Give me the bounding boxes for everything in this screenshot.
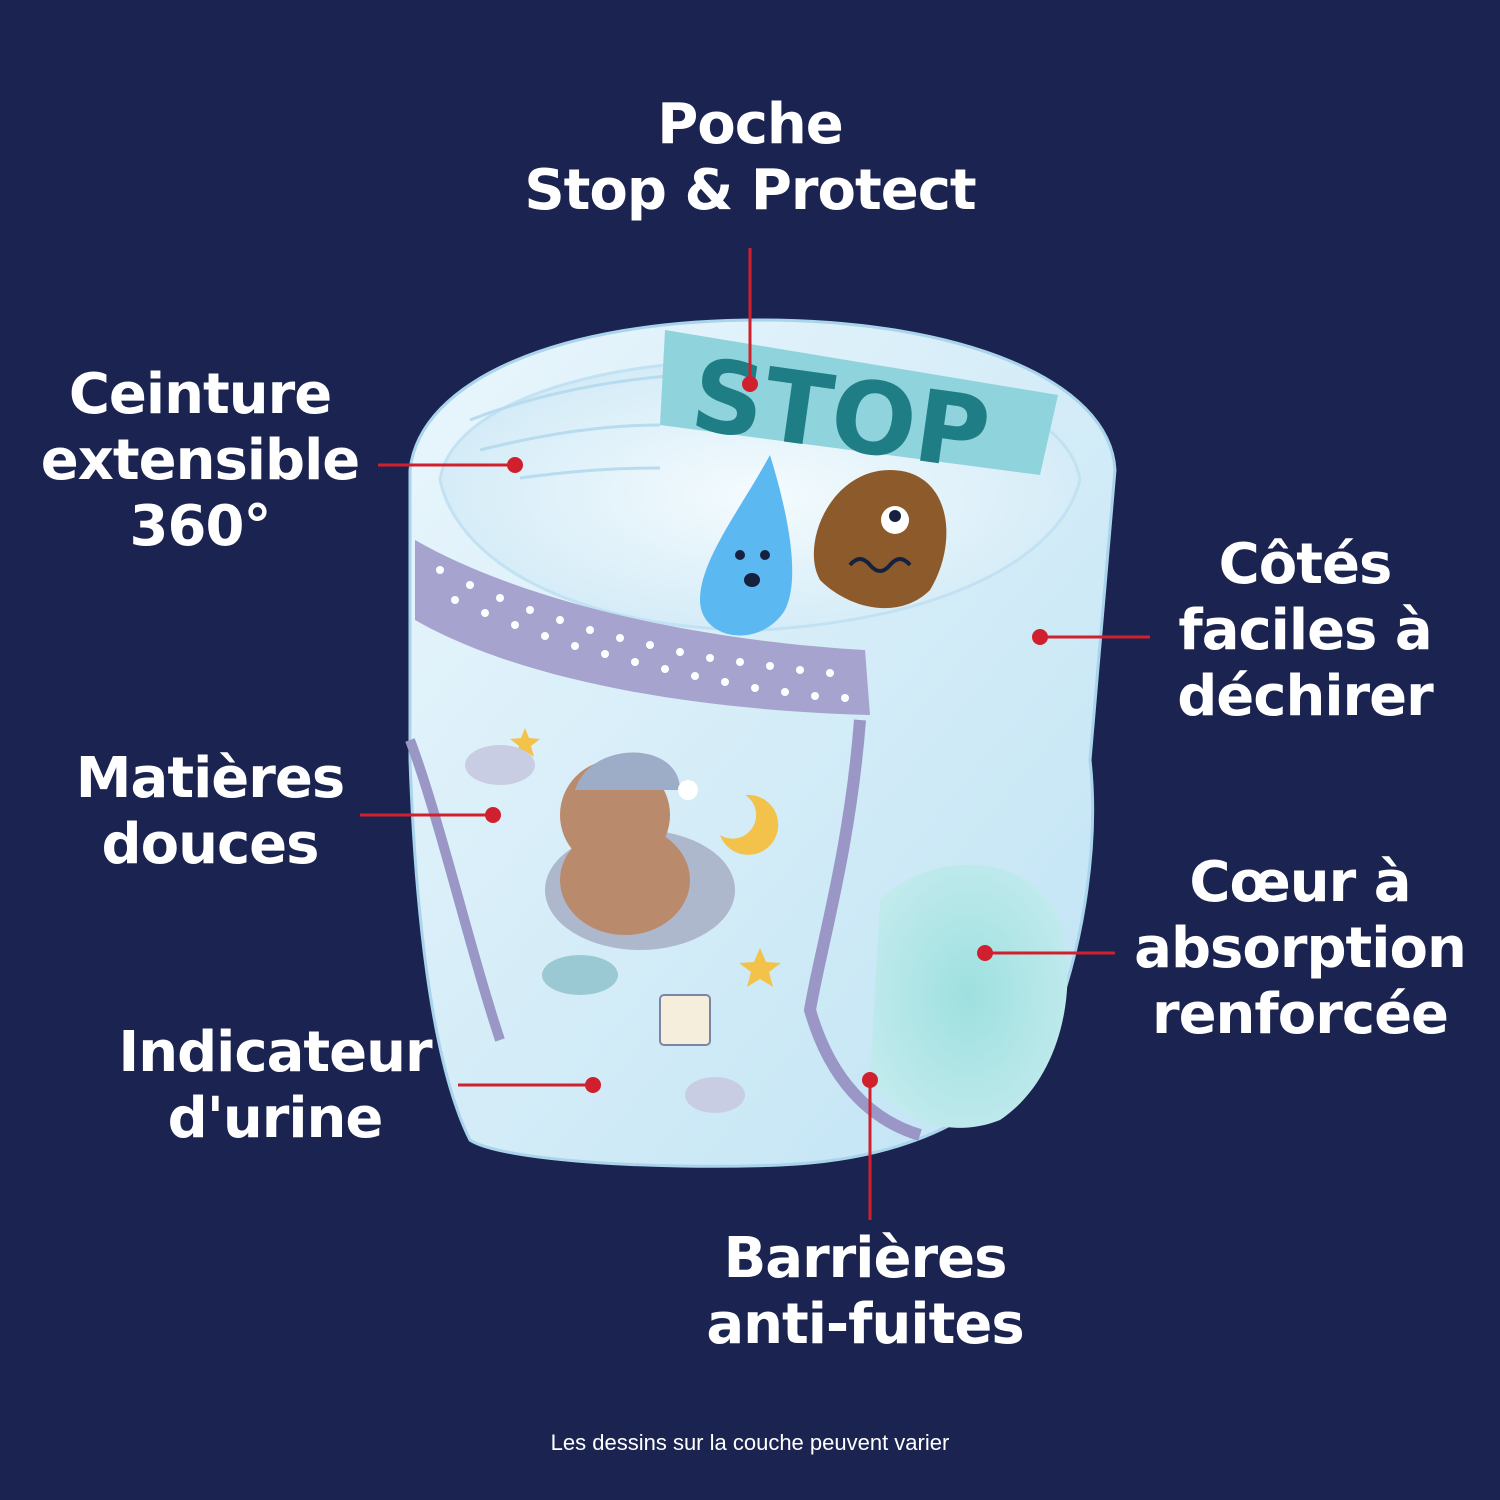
label-coeur-line2: absorption xyxy=(1134,916,1467,981)
label-indicateur-line1: Indicateur xyxy=(118,1020,432,1085)
leader-ceinture xyxy=(378,457,523,473)
leader-coeur xyxy=(977,945,1115,961)
label-matieres: Matières douces xyxy=(50,746,370,878)
label-indicateur-line2: d'urine xyxy=(167,1086,384,1151)
label-cotes-line3: déchirer xyxy=(1177,664,1434,729)
diaper-illustration: STOP xyxy=(405,318,1117,1168)
label-ceinture: Ceinture extensible 360° xyxy=(30,362,370,560)
leader-barrieres xyxy=(862,1072,878,1220)
label-matieres-line1: Matières xyxy=(75,746,345,811)
label-coeur-line1: Cœur à xyxy=(1189,850,1411,915)
label-indicateur: Indicateur d'urine xyxy=(110,1020,440,1152)
label-poche-line1: Poche xyxy=(657,92,844,157)
label-cotes-line1: Côtés xyxy=(1218,532,1393,597)
waistband-stripe xyxy=(415,540,870,715)
label-ceinture-line3: 360° xyxy=(129,494,272,559)
leader-poche xyxy=(742,248,758,392)
sleeping-bear-illustration xyxy=(510,728,781,987)
urine-indicator-icon xyxy=(659,994,711,1046)
label-coeur-line3: renforcée xyxy=(1151,982,1449,1047)
footnote: Les dessins sur la couche peuvent varier xyxy=(550,1430,950,1455)
absorbent-core xyxy=(870,864,1068,1128)
brown-blob-character xyxy=(813,470,947,609)
label-cotes: Côtés faciles à déchirer xyxy=(1160,532,1450,730)
label-ceinture-line1: Ceinture xyxy=(68,362,332,427)
label-barrieres-line1: Barrières xyxy=(723,1226,1008,1291)
label-ceinture-line2: extensible xyxy=(40,428,361,493)
label-barrieres: Barrières anti-fuites xyxy=(690,1226,1040,1358)
leader-matieres xyxy=(360,807,501,823)
cloud-decorations xyxy=(465,745,745,1113)
leader-indicateur xyxy=(458,1077,601,1093)
leader-lines xyxy=(360,248,1150,1220)
stop-tag xyxy=(660,330,1058,475)
label-cotes-line2: faciles à xyxy=(1178,598,1432,663)
label-matieres-line2: douces xyxy=(101,812,320,877)
leader-cotes xyxy=(1032,629,1150,645)
label-poche-line2: Stop & Protect xyxy=(524,158,976,223)
waistband-star-dots xyxy=(436,566,849,702)
label-barrieres-line2: anti-fuites xyxy=(706,1292,1024,1357)
leg-cuff-left xyxy=(405,738,505,1042)
label-coeur: Cœur à absorption renforcée xyxy=(1125,850,1475,1048)
label-poche: Poche Stop & Protect xyxy=(520,92,980,224)
water-drop-character xyxy=(700,455,793,636)
